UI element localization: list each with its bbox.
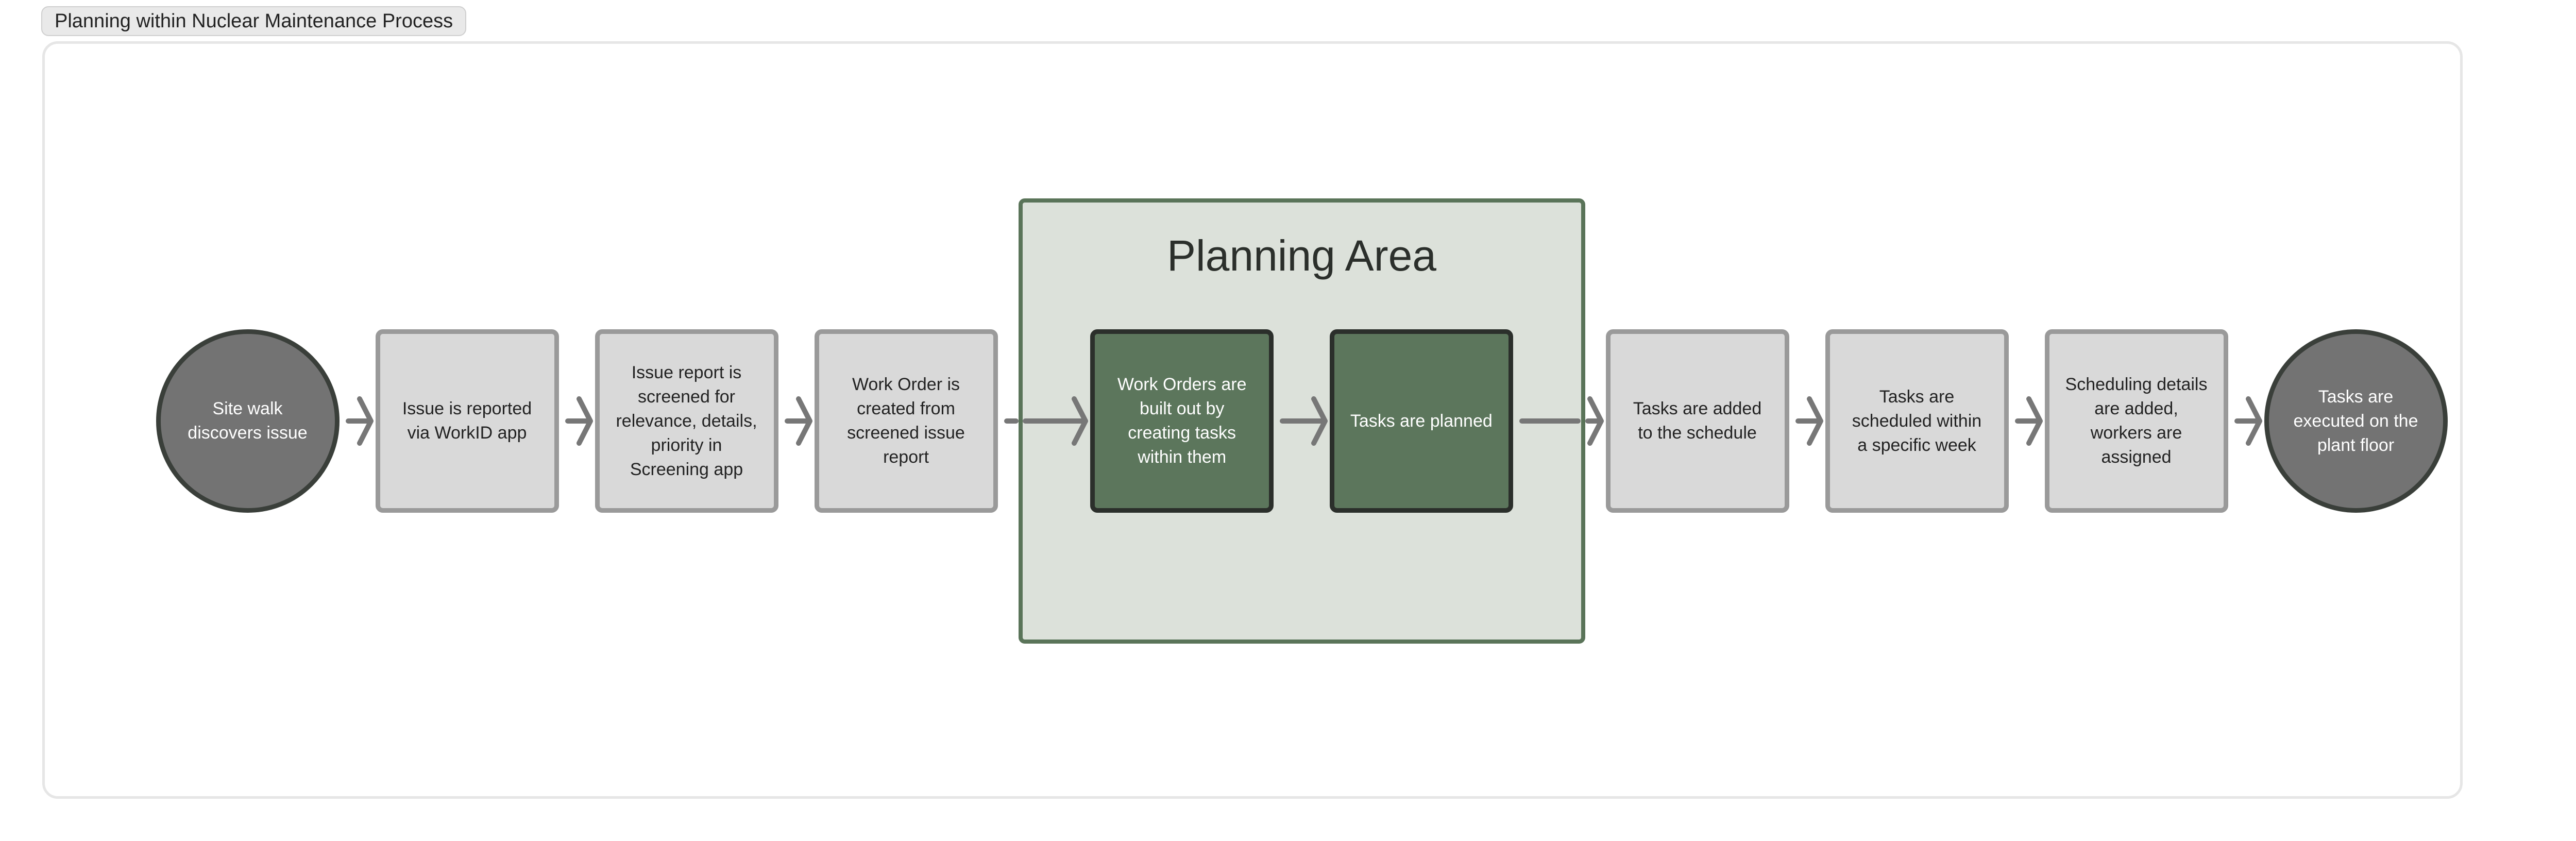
node-label: Tasks are added to the schedule bbox=[1633, 399, 1762, 443]
planning-area-title: Planning Area bbox=[1166, 231, 1437, 280]
connector-line-segment bbox=[1513, 395, 1581, 447]
node-label: Tasks are executed on the plant floor bbox=[2293, 386, 2418, 455]
arrowhead-icon bbox=[1587, 396, 1604, 446]
start-node[interactable]: Site walk discovers issue bbox=[156, 329, 340, 513]
connector-line bbox=[2234, 418, 2260, 424]
diagram-title: Planning within Nuclear Maintenance Proc… bbox=[41, 6, 467, 36]
process-flow: Site walk discovers issue Issue is repor… bbox=[156, 198, 2448, 644]
connector-arrow bbox=[1022, 395, 1091, 447]
connector-line-segment bbox=[998, 395, 1019, 447]
connector-line bbox=[565, 418, 591, 424]
connector-line bbox=[784, 418, 810, 424]
arrowhead-icon bbox=[795, 396, 812, 446]
process-node[interactable]: Tasks are scheduled within a specific we… bbox=[1825, 329, 2009, 513]
connector-line bbox=[1022, 418, 1087, 424]
node-label: Scheduling details are added, workers ar… bbox=[2065, 375, 2208, 467]
process-node[interactable]: Work Order is created from screened issu… bbox=[814, 329, 998, 513]
node-label: Site walk discovers issue bbox=[188, 399, 308, 443]
connector-arrow bbox=[778, 395, 815, 447]
planning-node[interactable]: Work Orders are built out by creating ta… bbox=[1090, 329, 1274, 513]
arrowhead-icon bbox=[1311, 396, 1328, 446]
node-label: Work Order is created from screened issu… bbox=[847, 375, 965, 467]
arrowhead-icon bbox=[576, 396, 593, 446]
connector-line bbox=[1585, 418, 1602, 424]
node-label: Issue report is screened for relevance, … bbox=[616, 362, 757, 479]
process-node[interactable]: Issue report is screened for relevance, … bbox=[595, 329, 778, 513]
node-label: Issue is reported via WorkID app bbox=[402, 399, 532, 443]
node-label: Tasks are planned bbox=[1350, 411, 1493, 431]
end-node[interactable]: Tasks are executed on the plant floor bbox=[2264, 329, 2448, 513]
node-label: Work Orders are built out by creating ta… bbox=[1117, 375, 1247, 467]
arrowhead-icon bbox=[2245, 396, 2262, 446]
process-node[interactable]: Issue is reported via WorkID app bbox=[375, 329, 559, 513]
connector-line bbox=[1795, 418, 1821, 424]
connector-line bbox=[1004, 418, 1019, 424]
arrowhead-icon bbox=[2026, 396, 2043, 446]
node-label: Tasks are scheduled within a specific we… bbox=[1852, 386, 1982, 455]
planning-area-group: Planning Area Work Orders are built out … bbox=[1018, 198, 1585, 644]
process-node[interactable]: Tasks are added to the schedule bbox=[1605, 329, 1789, 513]
connector-arrow bbox=[1274, 395, 1330, 447]
connector-arrow bbox=[340, 395, 376, 447]
arrowhead-icon bbox=[1806, 396, 1823, 446]
connector-arrow bbox=[1789, 395, 1825, 447]
connector-arrow bbox=[1585, 395, 1606, 447]
connector-line bbox=[2014, 418, 2041, 424]
connector-arrow bbox=[2009, 395, 2045, 447]
connector-arrow bbox=[559, 395, 595, 447]
arrowhead-icon bbox=[357, 396, 374, 446]
connector-arrow bbox=[2228, 395, 2264, 447]
connector-line bbox=[1280, 418, 1326, 424]
planning-node[interactable]: Tasks are planned bbox=[1329, 329, 1513, 513]
connector-line bbox=[345, 418, 371, 424]
connector-line bbox=[1519, 418, 1581, 424]
arrowhead-icon bbox=[1072, 396, 1089, 446]
process-node[interactable]: Scheduling details are added, workers ar… bbox=[2044, 329, 2228, 513]
